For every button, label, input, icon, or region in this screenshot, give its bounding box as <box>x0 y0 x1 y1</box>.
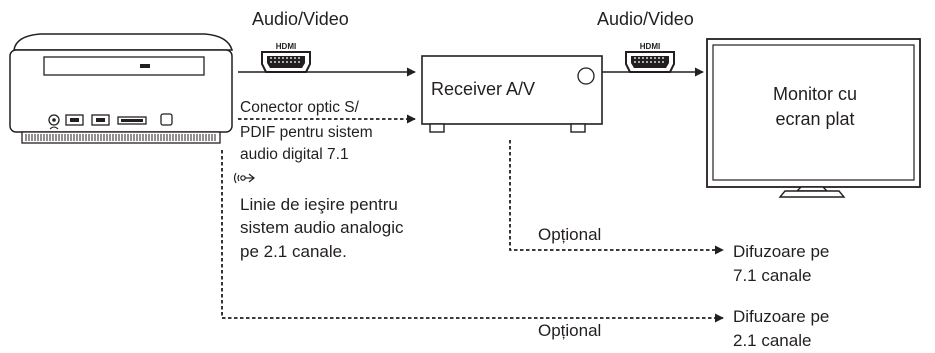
speakers-71-label-line2: 7.1 canale <box>733 266 811 285</box>
usb-icon <box>91 114 110 126</box>
optical-label-line1: Conector optic S/ <box>240 99 360 116</box>
headphone-icon <box>48 114 60 130</box>
optional-label-upper: Opțional <box>538 225 601 244</box>
ir-receiver <box>160 113 173 126</box>
vent-strip <box>21 131 221 144</box>
receiver-to-71-speakers-connection <box>509 140 724 255</box>
mini-pc-top <box>13 33 233 51</box>
hdmi-logo-text: HDMI <box>640 42 660 51</box>
optical-drive-slot <box>43 56 205 76</box>
vent-lines <box>25 134 216 141</box>
audio-out-icon <box>233 172 255 184</box>
audio-video-label-left: Audio/Video <box>252 9 349 29</box>
monitor-label-line2: ecran plat <box>775 109 854 129</box>
usb-icon <box>65 114 84 126</box>
optical-label-line3: audio digital 7.1 <box>240 146 349 163</box>
hdmi-logo-text: HDMI <box>276 42 296 51</box>
lineout-label-line1: Linie de ieşire pentru <box>240 195 398 214</box>
lineout-label-line2: sistem audio analogic <box>240 218 404 237</box>
optical-label-line2: PDIF pentru sistem <box>240 124 373 141</box>
pc-to-21-speakers-connection <box>221 150 724 323</box>
hdmi-port-icon: HDMI <box>261 42 311 73</box>
speakers-71-label-line1: Difuzoare pe <box>733 242 829 261</box>
audio-video-label-right: Audio/Video <box>597 9 694 29</box>
monitor-stand <box>778 190 846 198</box>
mini-pc-device <box>9 33 233 144</box>
receiver-label: Receiver A/V <box>431 79 535 99</box>
receiver-volume-knob <box>577 67 595 85</box>
monitor-label-line1: Monitor cu <box>773 84 857 104</box>
speakers-21-label-line2: 2.1 canale <box>733 331 811 350</box>
flat-screen-monitor: Monitor cu ecran plat <box>706 38 921 198</box>
eject-button <box>140 64 150 68</box>
speakers-21-label-line1: Difuzoare pe <box>733 307 829 326</box>
lineout-label-line3: pe 2.1 canale. <box>240 242 347 261</box>
card-reader-icon <box>117 116 147 125</box>
hdmi-port-icon: HDMI <box>625 42 675 73</box>
av-receiver: Receiver A/V <box>421 55 603 133</box>
optional-label-lower: Opțional <box>538 321 601 340</box>
